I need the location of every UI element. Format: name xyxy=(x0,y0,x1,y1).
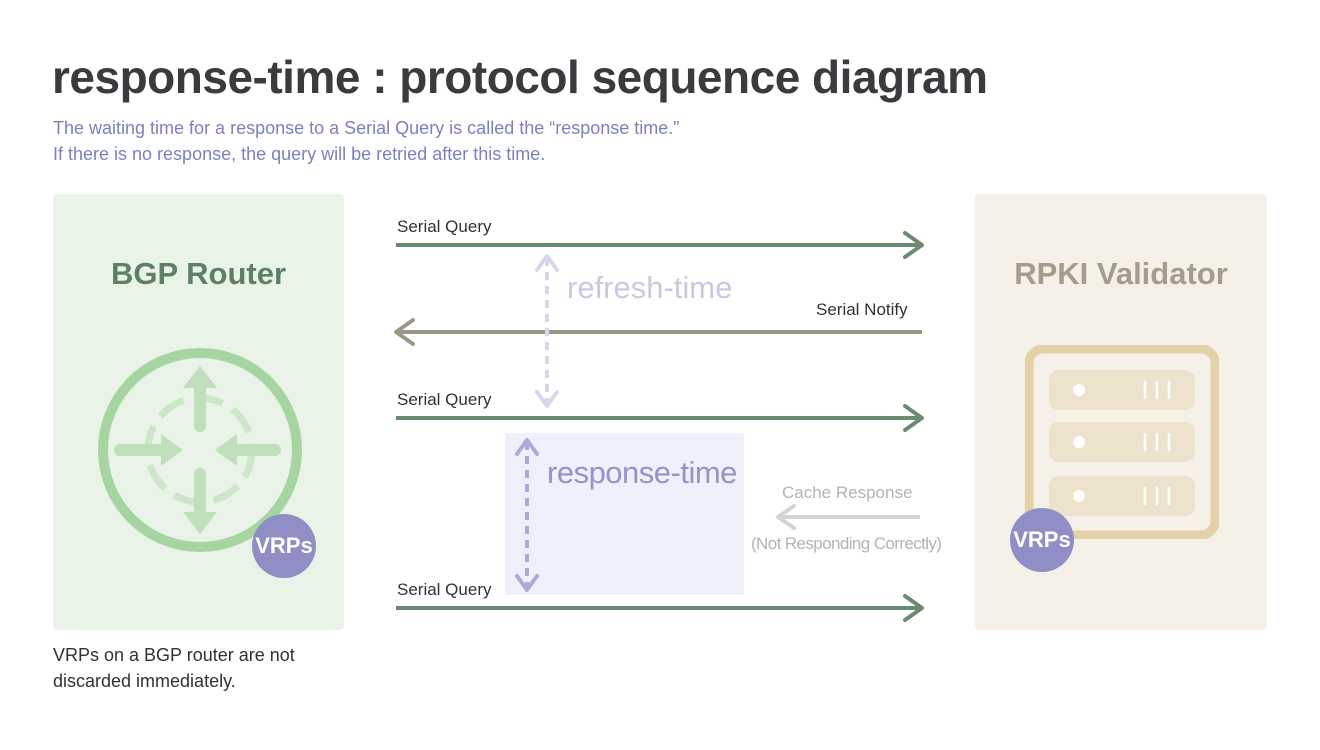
server-icon xyxy=(1025,345,1219,539)
subtitle-line-1: The waiting time for a response to a Ser… xyxy=(53,118,680,138)
refresh-time-label: refresh-time xyxy=(567,270,733,305)
bgp-note: VRPs on a BGP router are not discarded i… xyxy=(53,642,295,694)
response-time-label: response-time xyxy=(547,455,737,490)
bgp-vrps-badge: VRPs xyxy=(252,514,316,578)
serial-query-label-1: Serial Query xyxy=(397,217,492,236)
serial-query-label-3: Serial Query xyxy=(397,580,492,599)
response-time-marker xyxy=(515,438,539,592)
bgp-router-title: BGP Router xyxy=(110,256,287,291)
response-time-region xyxy=(505,433,744,595)
rpki-validator-title: RPKI Validator xyxy=(1014,256,1228,291)
router-icon xyxy=(98,348,302,552)
cache-response-arrow xyxy=(776,504,920,530)
page-title: response-time : protocol sequence diagra… xyxy=(52,51,988,103)
cache-response-label: Cache Response xyxy=(782,483,913,502)
serial-notify-label: Serial Notify xyxy=(816,300,908,319)
refresh-time-marker xyxy=(535,254,559,408)
cache-response-sublabel: (Not Responding Correctly) xyxy=(751,534,942,553)
bgp-router-panel: BGP Router VRPs xyxy=(53,194,344,630)
serial-notify-arrow xyxy=(394,318,922,346)
rpki-vrps-badge: VRPs xyxy=(1010,508,1074,572)
serial-query-arrow-3 xyxy=(396,594,924,622)
serial-query-label-2: Serial Query xyxy=(397,390,492,409)
serial-query-arrow-1 xyxy=(396,231,924,259)
bgp-note-line-2: discarded immediately. xyxy=(53,671,236,691)
subtitle-line-2: If there is no response, the query will … xyxy=(53,144,546,164)
rpki-validator-panel: RPKI Validator VRPs xyxy=(975,194,1267,630)
bgp-note-line-1: VRPs on a BGP router are not xyxy=(53,645,295,665)
serial-query-arrow-2 xyxy=(396,404,924,432)
